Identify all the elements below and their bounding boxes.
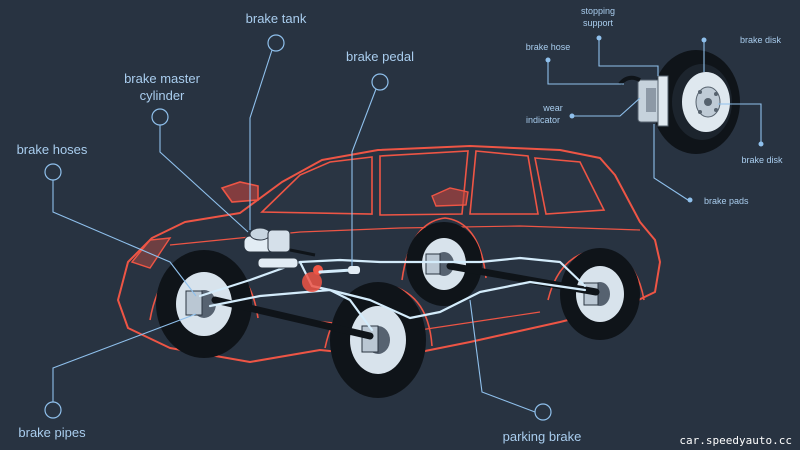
front-right-wheel (156, 250, 252, 358)
headlight (130, 237, 172, 269)
brake-pedal-part (318, 266, 360, 274)
labels: brake tank brake pedal brake master cyli… (17, 11, 582, 444)
rear-side-window (469, 150, 539, 215)
brake-lines (198, 256, 587, 332)
brake-master-cylinder (243, 227, 316, 269)
detail-label-brake-disk-right: brake disk (741, 155, 783, 165)
detail-label-wear-line2: indicator (526, 115, 560, 125)
label-brake-hoses: brake hoses (17, 142, 88, 157)
label-brake-tank: brake tank (246, 11, 307, 26)
detail-label-stopping-line2: support (583, 18, 614, 28)
rear-left-wheel (560, 248, 640, 340)
label-brake-pedal: brake pedal (346, 49, 414, 64)
detail-labels: stopping support brake hose brake disk w… (526, 6, 783, 206)
label-brake-master-line2: cylinder (140, 88, 185, 103)
label-brake-pipes: brake pipes (18, 425, 86, 440)
rear-mirror-shape (431, 187, 469, 207)
brake-booster (302, 265, 323, 292)
label-brake-master-line1: brake master (124, 71, 201, 86)
front-left-wheel (330, 282, 426, 398)
detail-label-brake-hose: brake hose (526, 42, 571, 52)
detail-label-brake-disk-top: brake disk (740, 35, 782, 45)
rear-right-wheel (406, 222, 482, 306)
watermark: car.speedyauto.cc (679, 434, 792, 447)
side-mirror (220, 181, 259, 203)
detail-label-brake-pads: brake pads (704, 196, 749, 206)
detail-label-wear-line1: wear (542, 103, 563, 113)
rear-window (534, 157, 606, 215)
car-body-outline (117, 145, 661, 363)
disk-brake-detail (618, 50, 740, 154)
label-parking-brake: parking brake (503, 429, 582, 444)
windshield (260, 156, 373, 215)
detail-label-stopping-line1: stopping (581, 6, 615, 16)
leader-lines (44, 34, 764, 421)
